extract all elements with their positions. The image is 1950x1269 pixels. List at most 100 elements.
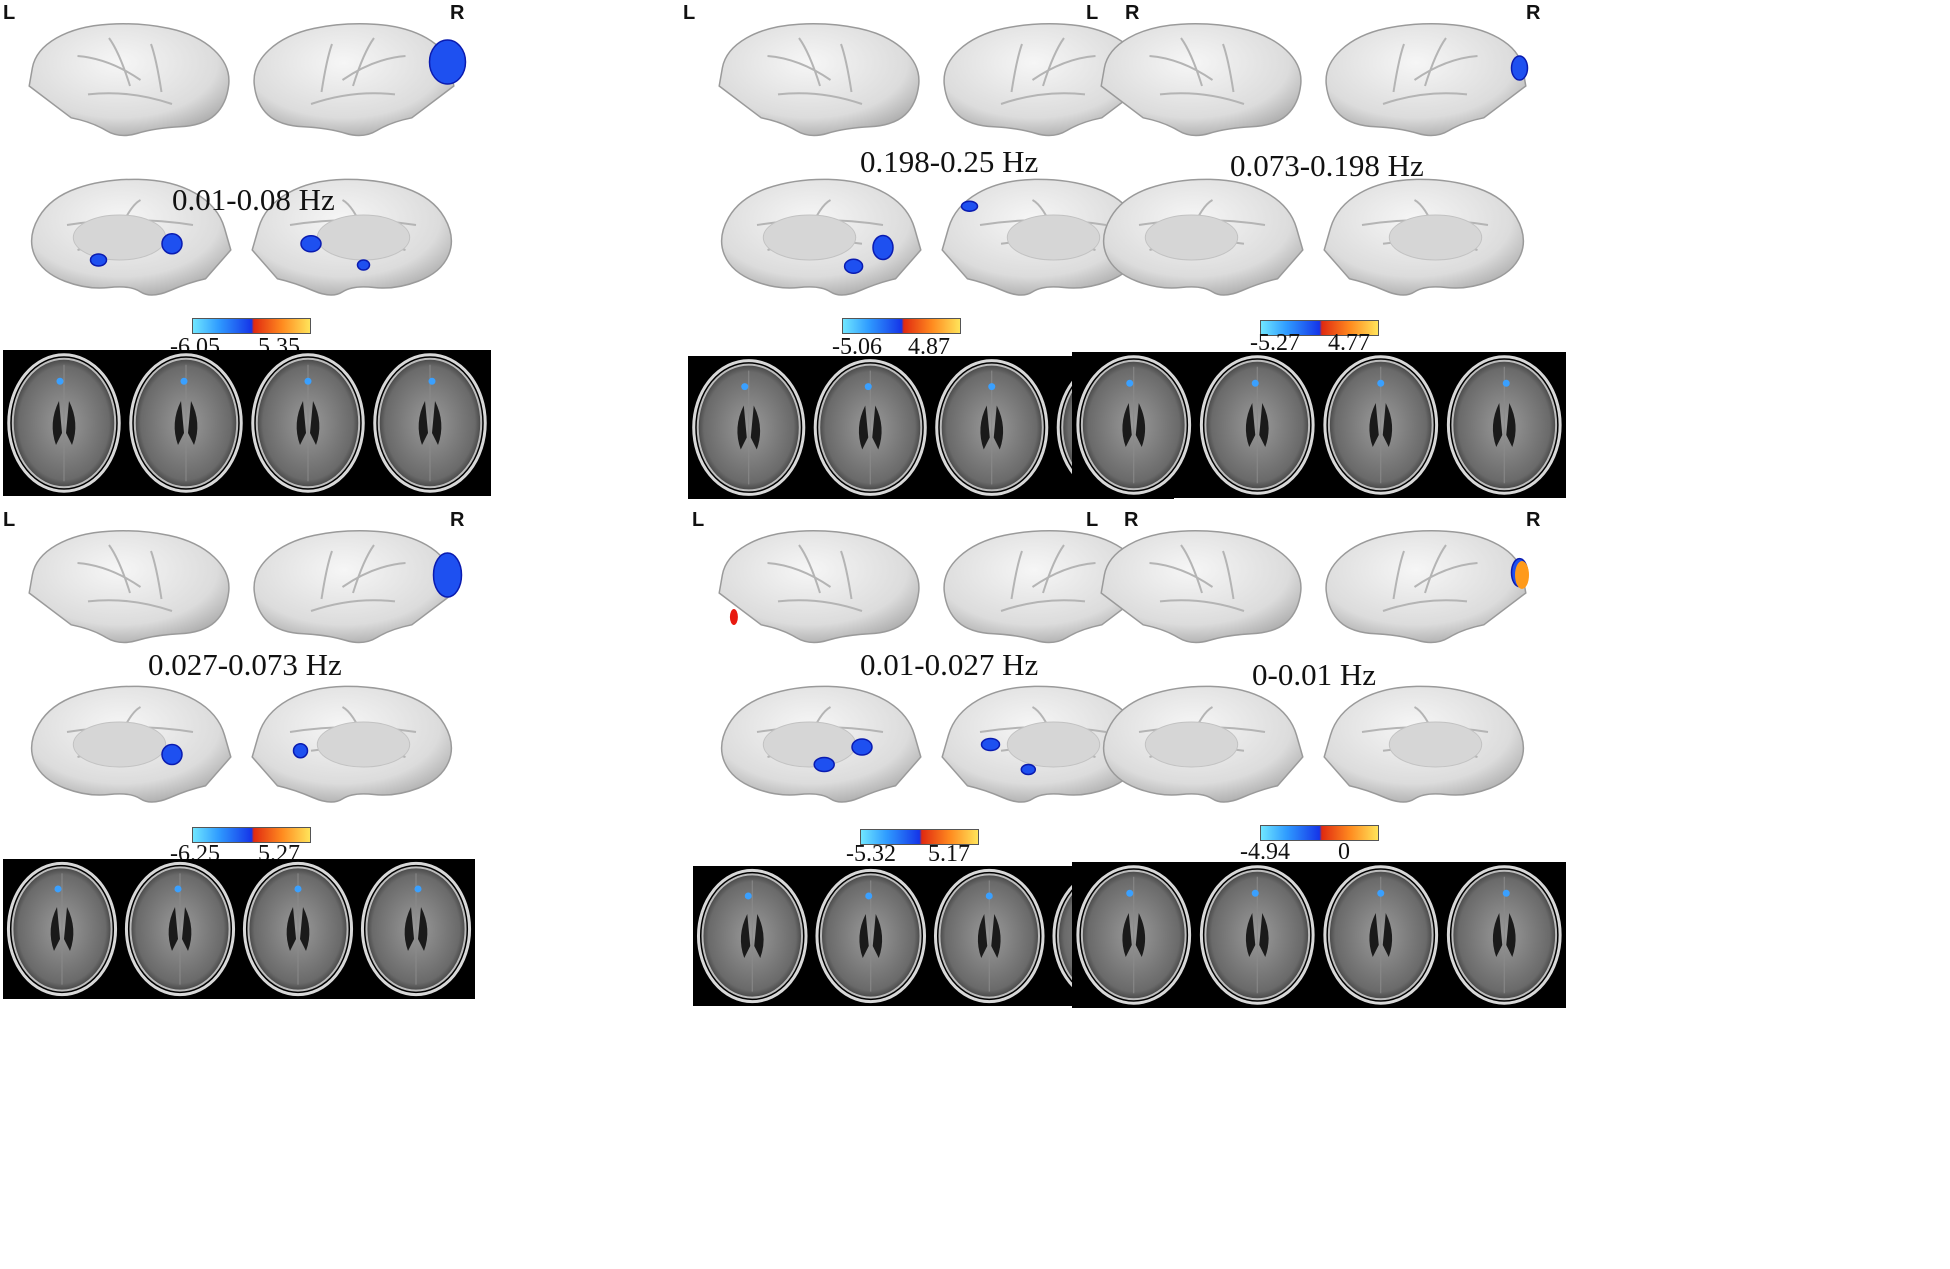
axial-activation	[1126, 889, 1134, 897]
left-lateral-brain	[718, 530, 920, 644]
axial-activation	[428, 377, 436, 385]
axial-slice	[813, 359, 927, 496]
left-medial-brain	[1102, 685, 1304, 803]
left-lateral-brain	[28, 530, 230, 644]
axial-activation	[1377, 379, 1385, 387]
left-lateral-brain	[1100, 23, 1302, 137]
axial-slice	[129, 353, 243, 493]
colorbar-max-label: 4.77	[1328, 330, 1370, 356]
axial-activation	[864, 383, 872, 391]
activation-cluster	[161, 233, 183, 255]
right-medial-brain	[941, 685, 1143, 803]
axial-slice	[1076, 865, 1192, 1005]
activation-cluster	[813, 756, 835, 773]
left-hemisphere-label: L	[1086, 2, 1099, 24]
positive-activation-cluster	[729, 609, 738, 625]
frequency-band-label: 0.073-0.198 Hz	[1230, 148, 1424, 183]
axial-activation	[865, 892, 873, 900]
left-medial-brain	[720, 178, 922, 296]
axial-slice	[1199, 355, 1315, 495]
axial-activation	[1251, 379, 1259, 387]
right-hemisphere-label: R	[1526, 509, 1541, 531]
colorbar-min-label: -5.27	[1250, 330, 1300, 356]
colorbar-min-label: -4.94	[1240, 839, 1290, 865]
activation-cluster	[432, 552, 463, 598]
right-lateral-brain	[943, 23, 1145, 137]
axial-activation	[1251, 889, 1259, 897]
frequency-band-label: 0-0.01 Hz	[1252, 657, 1376, 692]
panel-band-4: L R 0.027-0.073 Hz -6.25 5.27	[0, 507, 650, 1141]
colorbar-max-label: 5.17	[928, 841, 970, 867]
activation-cluster	[1510, 55, 1529, 81]
left-medial-brain	[30, 685, 232, 803]
axial-slice	[242, 861, 354, 997]
left-hemisphere-label: L	[1086, 509, 1099, 531]
axial-activation	[304, 377, 312, 385]
axial-activation	[988, 383, 996, 391]
brain-surface-renders	[28, 530, 463, 803]
axial-activation	[1126, 379, 1134, 387]
activation-cluster	[89, 253, 108, 267]
axial-slice	[935, 359, 1049, 496]
activation-cluster	[960, 200, 979, 212]
right-lateral-brain	[943, 530, 1145, 644]
colorbar	[192, 827, 311, 843]
right-lateral-brain	[1325, 23, 1527, 137]
activation-cluster	[356, 259, 371, 271]
left-hemisphere-label: L	[683, 2, 696, 24]
axial-activation	[54, 885, 62, 893]
activation-cluster	[161, 743, 183, 766]
axial-slice	[1446, 355, 1562, 495]
frequency-band-label: 0.027-0.073 Hz	[148, 647, 342, 682]
left-medial-brain	[720, 685, 922, 803]
left-medial-brain	[1102, 178, 1304, 296]
colorbar-min-label: -5.32	[846, 841, 896, 867]
right-medial-brain	[941, 178, 1143, 296]
axial-activation	[744, 892, 752, 900]
axial-slice	[1323, 865, 1439, 1005]
right-hemisphere-label: R	[1125, 2, 1140, 24]
axial-slice	[692, 359, 806, 496]
activation-cluster	[292, 743, 309, 759]
axial-slice	[696, 868, 808, 1004]
axial-mri-slices	[3, 859, 475, 999]
positive-activation-cluster	[1515, 561, 1529, 589]
colorbar-max-label: 0	[1338, 839, 1350, 865]
axial-activation	[180, 377, 188, 385]
left-hemisphere-label: L	[692, 509, 705, 531]
activation-cluster	[300, 235, 322, 253]
axial-slice	[1323, 355, 1439, 495]
right-medial-brain	[1323, 685, 1525, 803]
axial-mri-slices	[1072, 862, 1566, 1008]
activation-cluster	[980, 737, 1001, 752]
brain-surface-renders	[1100, 23, 1529, 296]
left-lateral-brain	[28, 23, 230, 137]
axial-slice	[6, 861, 118, 997]
axial-activation	[1377, 889, 1385, 897]
colorbar	[1260, 825, 1379, 841]
axial-mri-slices	[3, 350, 491, 496]
right-hemisphere-label: R	[1124, 509, 1139, 531]
axial-activation	[174, 885, 182, 893]
colorbar-max-label: 4.87	[908, 334, 950, 360]
right-medial-brain	[251, 178, 453, 296]
axial-activation	[414, 885, 422, 893]
left-hemisphere-label: L	[3, 2, 16, 24]
activation-cluster	[851, 738, 873, 756]
axial-activation	[1502, 889, 1510, 897]
frequency-band-label: 0.198-0.25 Hz	[860, 144, 1039, 179]
activation-cluster	[872, 234, 894, 261]
brain-surface-renders	[1100, 530, 1529, 803]
right-lateral-brain	[253, 23, 455, 137]
frequency-band-label: 0.01-0.08 Hz	[172, 182, 335, 217]
colorbar	[842, 318, 961, 334]
axial-slice	[815, 868, 927, 1004]
axial-slice	[7, 353, 121, 493]
left-lateral-brain	[718, 23, 920, 137]
axial-activation	[56, 377, 64, 385]
right-medial-brain	[1323, 178, 1525, 296]
colorbar	[860, 829, 979, 845]
panel-band-2: L R 0.198-0.25 Hz -5.06 4.87	[650, 0, 1300, 634]
axial-slice	[933, 868, 1045, 1004]
axial-slice	[1446, 865, 1562, 1005]
